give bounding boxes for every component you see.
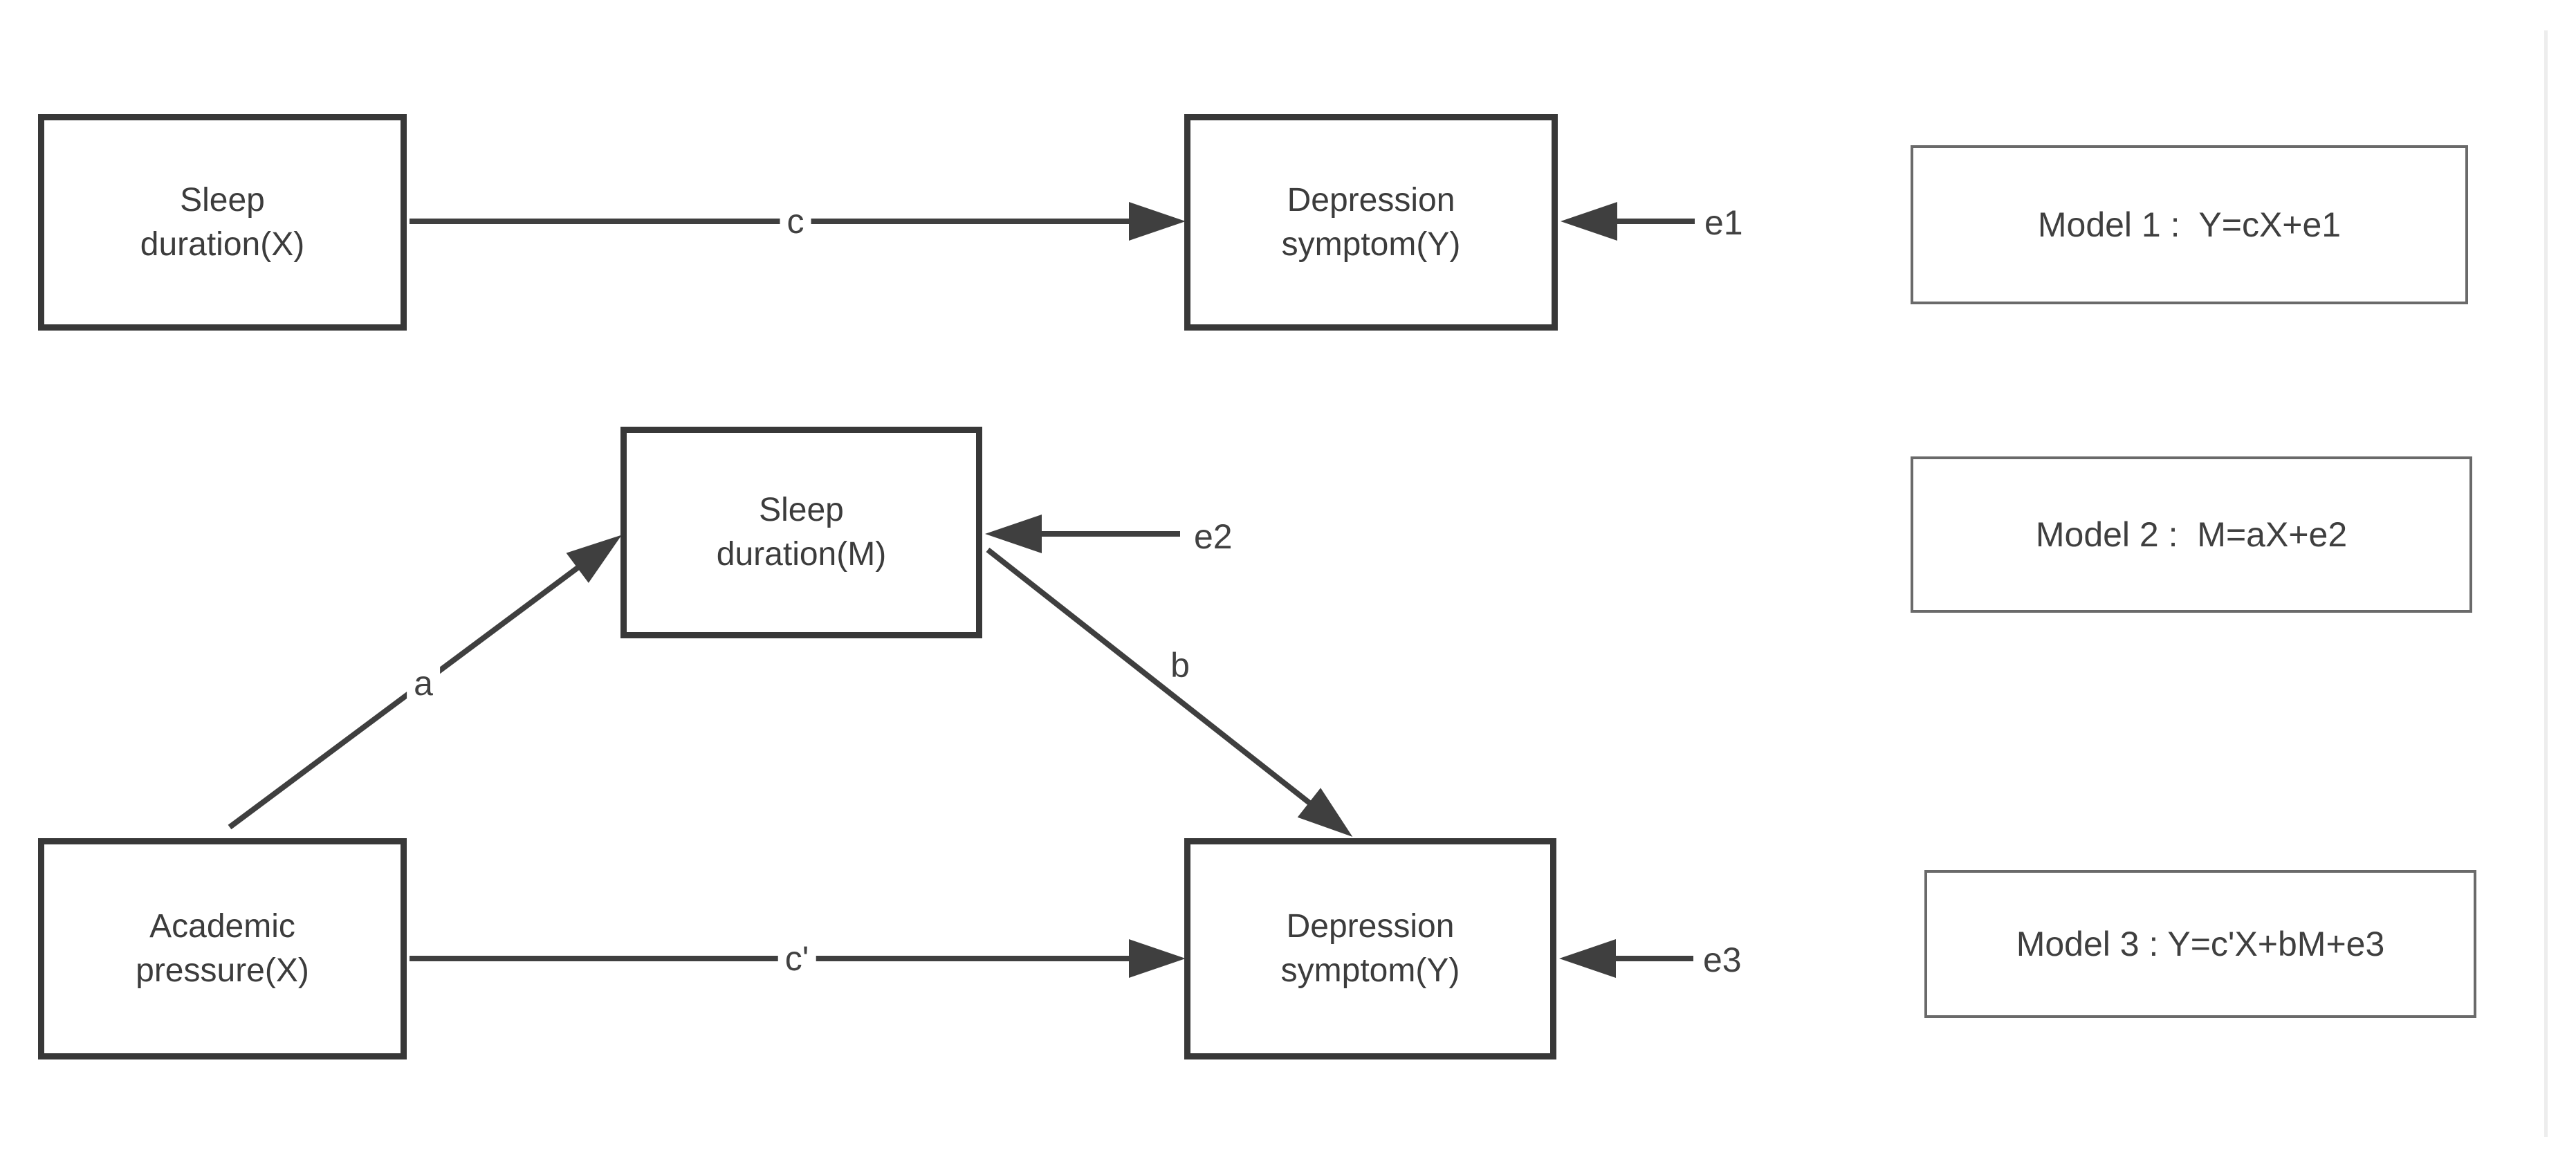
path-a-label: a [407,665,440,702]
node-academic-pressure-x: Academic pressure(X) [38,838,407,1059]
node-label-line: symptom(Y) [1281,225,1461,263]
arrowhead-right-icon [1129,202,1186,241]
node-label-line: duration(X) [140,225,305,263]
path-c-label: c [780,203,811,240]
arrowhead-left-icon [985,515,1042,553]
node-label-line: symptom(Y) [1280,952,1460,989]
node-label-line: Sleep [180,181,265,219]
node-depression-symptom-y-top: Depression symptom(Y) [1184,114,1558,331]
model2-equation-text: Model 2 : M=aX+e2 [2035,515,2348,554]
node-sleep-duration-m: Sleep duration(M) [620,427,982,638]
path-c-prime-line [410,956,1130,961]
error-e3-label: e3 [1703,941,1742,979]
error-e1-label: e1 [1704,203,1743,242]
node-label-line: Depression [1286,908,1455,945]
page-divider-line [2544,30,2548,1137]
error-e2-line [1042,531,1180,537]
node-sleep-duration-x: Sleep duration(X) [38,114,407,331]
arrowhead-left-icon [1561,202,1617,241]
node-label-line: Academic [149,908,295,945]
node-depression-symptom-y-bottom: Depression symptom(Y) [1184,838,1556,1059]
error-e1-line [1617,219,1695,224]
arrowhead-left-icon [1559,939,1616,978]
model2-equation-box: Model 2 : M=aX+e2 [1911,456,2472,613]
node-label-line: Sleep [759,492,844,528]
path-c-line [410,219,1130,224]
path-a-line [228,564,580,830]
node-label-line: Depression [1287,181,1455,219]
error-e2-label: e2 [1194,517,1233,556]
error-e3-line [1616,956,1693,961]
path-c-prime-label: c' [778,940,816,977]
model1-equation-text: Model 1 : Y=cX+e1 [2037,205,2342,244]
node-label-line: duration(M) [716,536,887,573]
path-b-label: b [1163,647,1197,684]
path-b-line [986,547,1312,806]
arrowhead-right-icon [1129,939,1186,978]
node-label-line: pressure(X) [136,952,309,989]
model3-equation-text: Model 3 : Y=c'X+bM+e3 [2016,925,2385,963]
model1-equation-box: Model 1 : Y=cX+e1 [1911,145,2468,304]
path-b-arrow [986,547,1365,852]
model3-equation-box: Model 3 : Y=c'X+bM+e3 [1924,870,2476,1018]
